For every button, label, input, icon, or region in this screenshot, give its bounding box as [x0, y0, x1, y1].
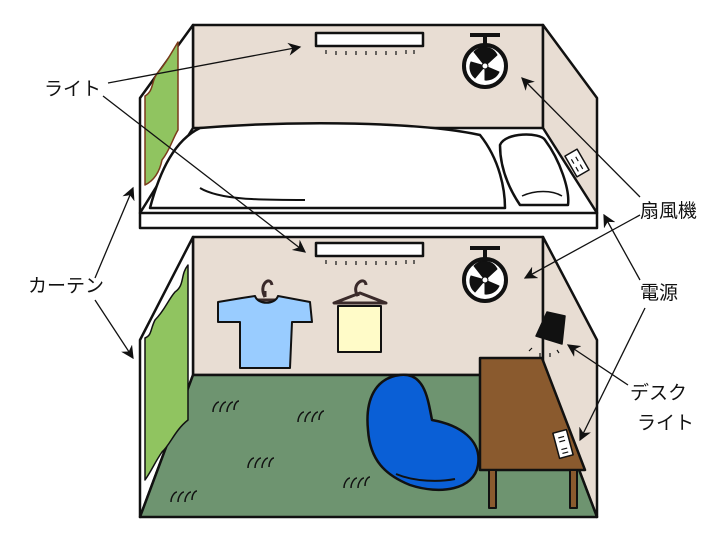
label-power: 電源	[640, 282, 679, 304]
pillow	[498, 133, 570, 207]
mattress	[148, 122, 507, 210]
desk	[478, 356, 587, 509]
desk-lamp-icon	[528, 311, 566, 357]
lower-ceiling-light	[314, 241, 425, 265]
loft-platform	[138, 211, 599, 230]
arrow-fan-top	[521, 77, 641, 198]
arrow-desk-light	[566, 344, 629, 386]
lower-curtain	[144, 264, 189, 481]
arrow-curtain-top	[94, 186, 135, 279]
shirt	[217, 279, 313, 369]
loft-curtain	[144, 41, 179, 186]
towel	[332, 279, 388, 353]
loft-fan-icon	[462, 33, 508, 89]
label-light: ライト	[44, 78, 102, 100]
loft-room	[138, 23, 599, 230]
arrow-light-bottom	[102, 95, 307, 253]
arrow-light-top	[107, 42, 302, 84]
label-curtain: カーテン	[28, 275, 105, 297]
lower-room	[138, 235, 599, 519]
label-fan: 扇風機	[640, 200, 698, 222]
label-desk-light-line1: デスク	[630, 382, 688, 404]
arrow-fan-bottom	[523, 214, 641, 279]
loft-power-outlet	[564, 148, 590, 178]
lower-fan-icon	[462, 246, 508, 303]
label-desk-light-line2: ライト	[637, 412, 695, 434]
grass-marks	[170, 400, 371, 503]
floor-chair	[366, 373, 480, 492]
callout-arrows	[94, 42, 646, 442]
lower-power-outlet	[552, 428, 574, 460]
loft-ceiling-light	[314, 31, 425, 55]
arrow-power-top	[603, 213, 641, 281]
arrow-curtain-bottom	[94, 299, 134, 360]
